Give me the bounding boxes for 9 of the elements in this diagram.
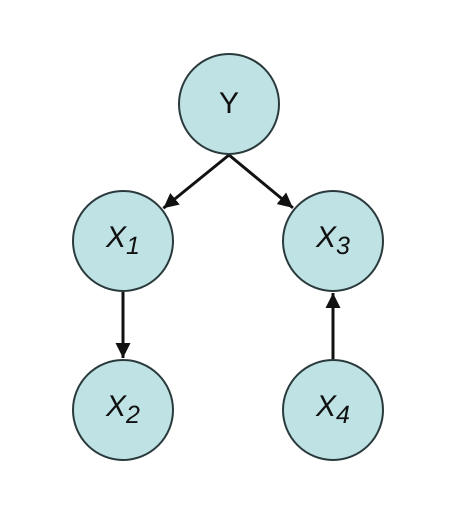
- arrow: [326, 293, 340, 359]
- node-label: Y: [218, 87, 239, 121]
- arrow: [162, 154, 230, 210]
- node-label: X$_{4}$: [316, 390, 350, 430]
- node-label: X$_{1}$: [106, 221, 140, 261]
- arrow: [116, 292, 130, 358]
- arrow: [228, 154, 294, 210]
- node-label: X$_{2}$: [106, 390, 140, 430]
- node-label: X$_{3}$: [316, 221, 350, 261]
